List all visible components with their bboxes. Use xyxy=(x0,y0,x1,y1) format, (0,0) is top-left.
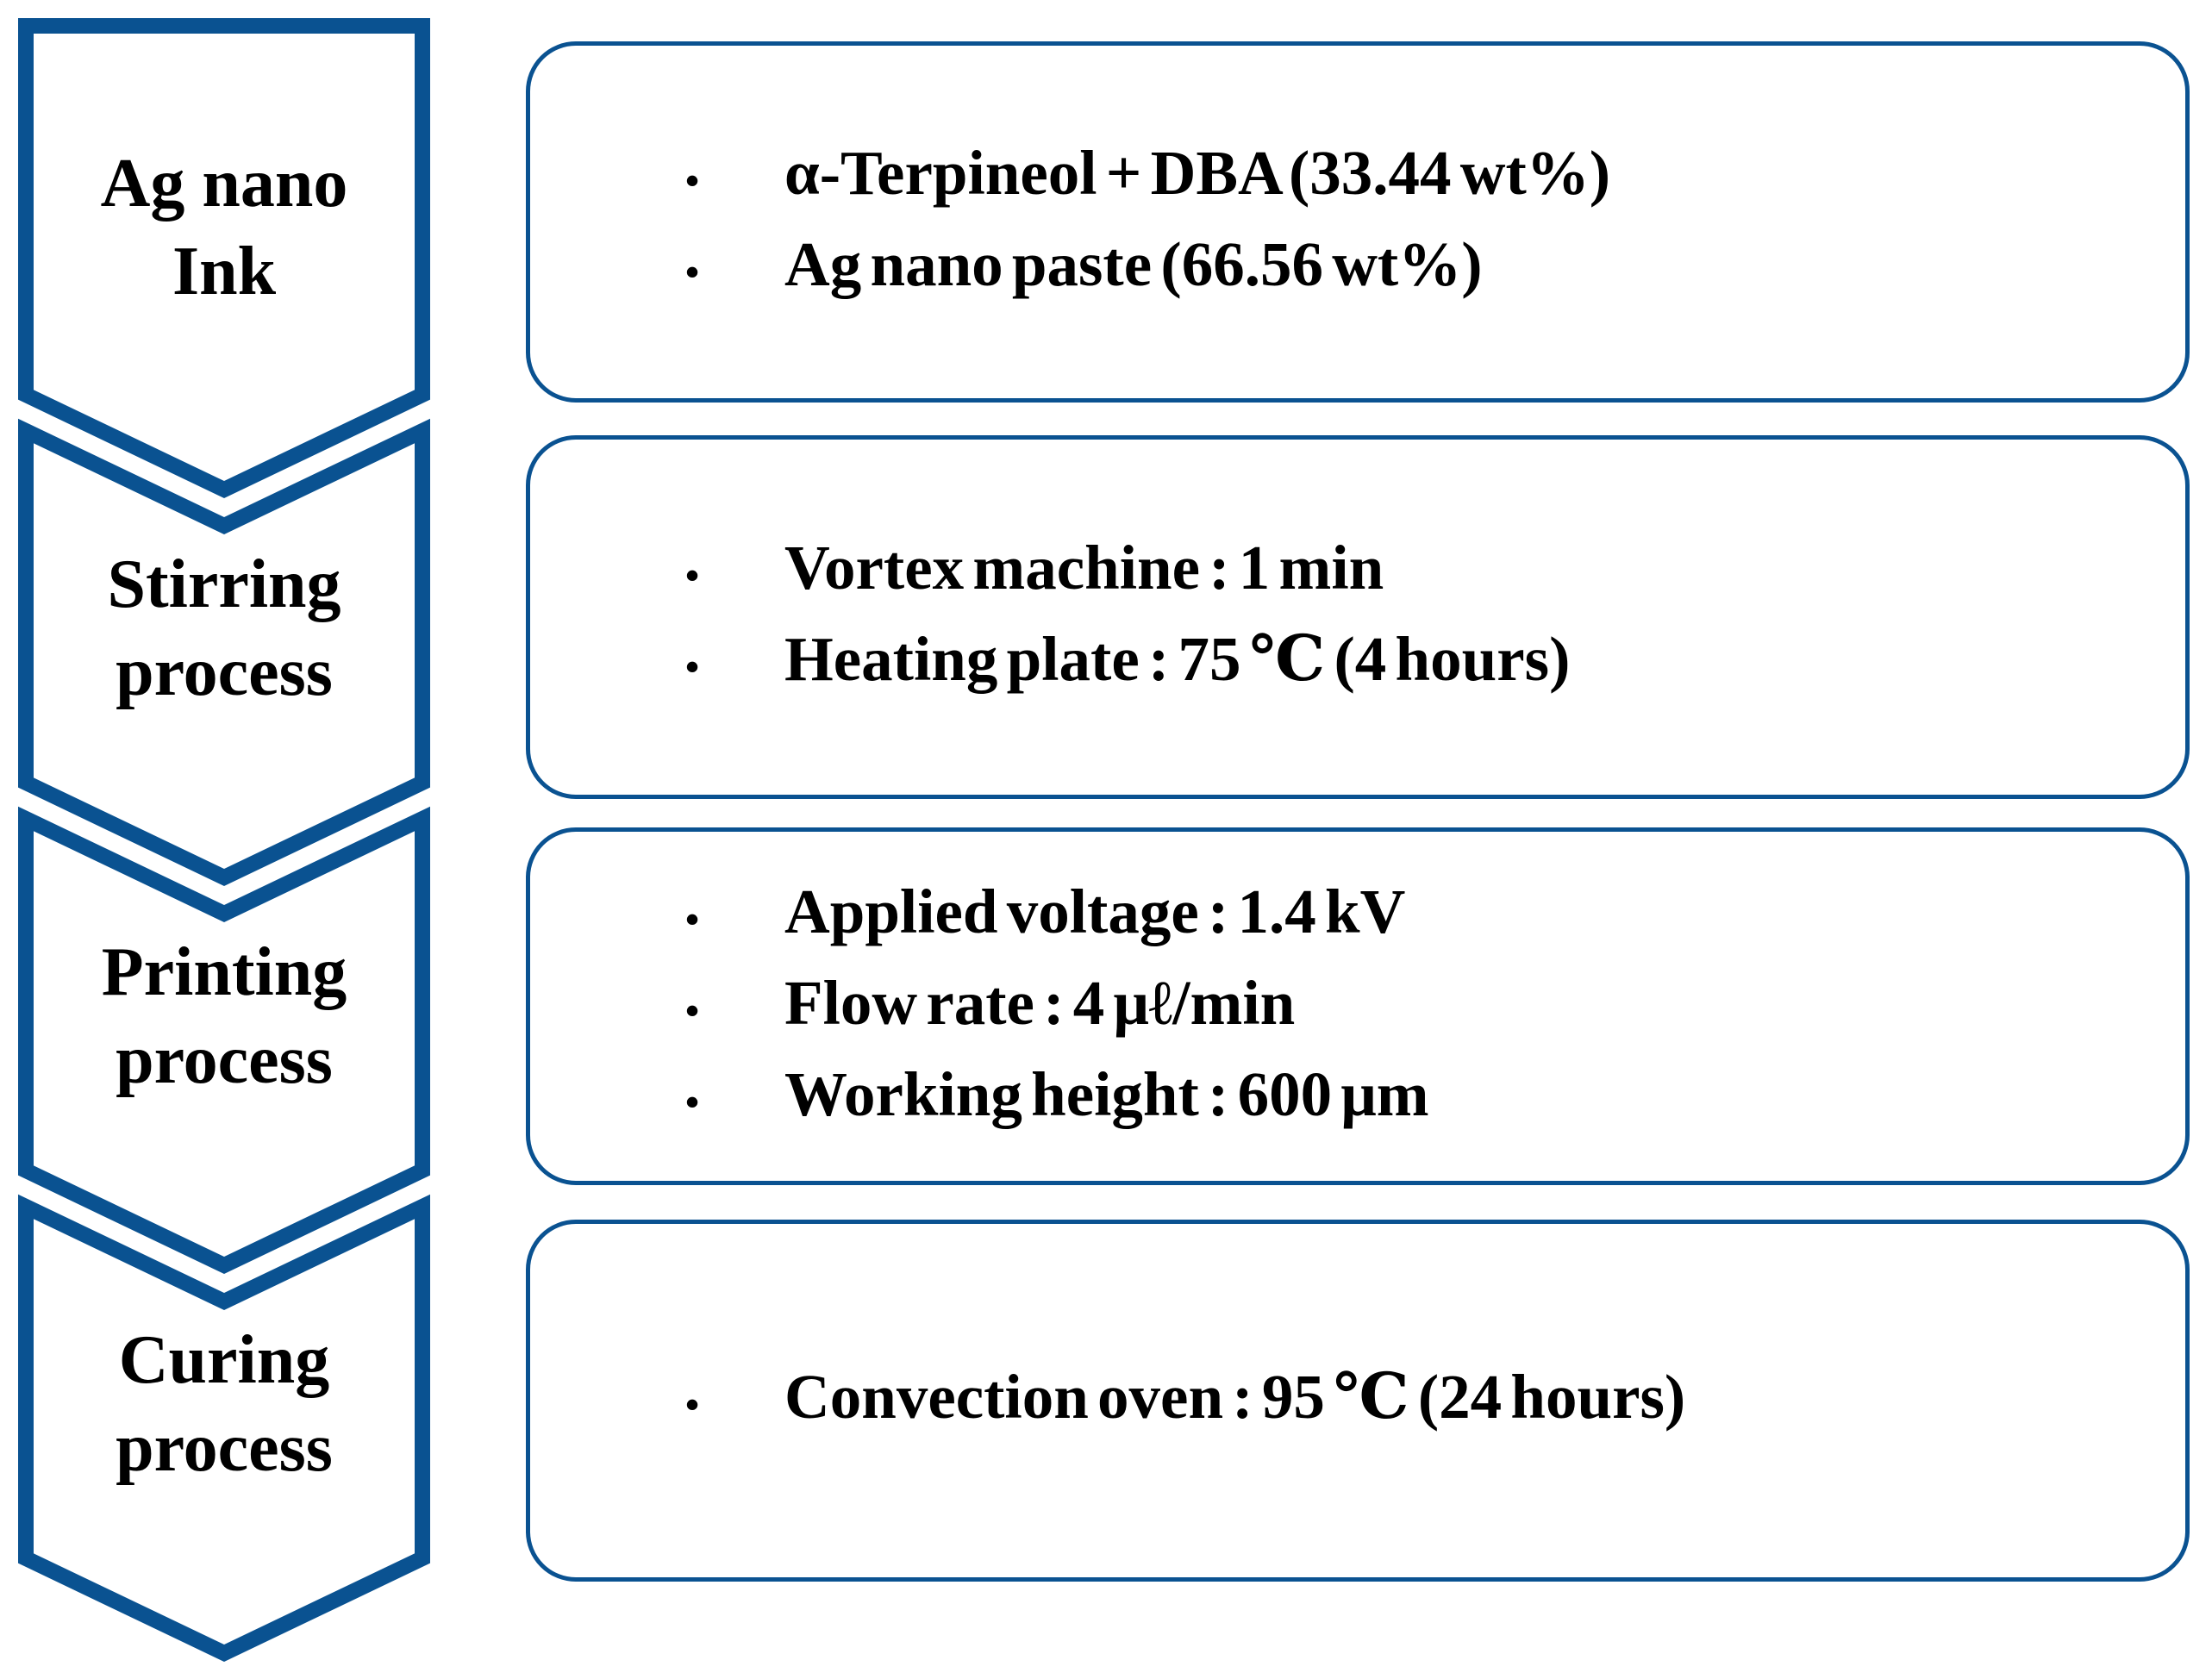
detail-box-stirring: • Vortex machine : 1 min • Heating plate… xyxy=(526,435,2190,799)
bullet-icon: • xyxy=(685,158,700,203)
bullet-text: Applied voltage : 1.4 kV xyxy=(784,876,1406,946)
chevron-shape-stirring xyxy=(18,418,430,886)
chevron-rail xyxy=(18,18,430,1662)
bullet-item: • Heating plate : 75 ℃ (4 hours) xyxy=(685,617,2134,708)
detail-box-printing: • Applied voltage : 1.4 kV • Flow rate :… xyxy=(526,827,2190,1185)
bullet-icon: • xyxy=(685,553,700,597)
bullet-icon: • xyxy=(685,1383,700,1426)
bullet-text: Working height : 600 μm xyxy=(784,1058,1429,1129)
step-label-line: Ag nano xyxy=(100,146,348,222)
bullet-text: Heating plate : 75 ℃ (4 hours) xyxy=(784,624,1571,694)
bullet-item: • Working height : 600 μm xyxy=(685,1052,2134,1144)
step-label-line: Curing xyxy=(118,1322,330,1398)
step-label-line: process xyxy=(116,1022,333,1098)
bullet-item: • Vortex machine : 1 min xyxy=(685,526,2134,617)
step-label-ag-nano-ink: Ag nano Ink xyxy=(26,26,422,395)
bullet-item: • Flow rate : 4 μℓ/min xyxy=(685,961,2134,1052)
bullet-icon: • xyxy=(685,645,700,689)
step-label-line: Stirring xyxy=(107,546,341,622)
step-label-stirring: Stirring process xyxy=(26,431,422,783)
bullet-text: α-Terpineol + DBA (33.44 wt%) xyxy=(784,137,1611,208)
bullet-list: • Applied voltage : 1.4 kV • Flow rate :… xyxy=(685,870,2134,1144)
detail-box-ag-nano-ink: • α-Terpineol + DBA (33.44 wt%) • Ag nan… xyxy=(526,41,2190,403)
bullet-text: Flow rate : 4 μℓ/min xyxy=(784,967,1296,1038)
bullet-icon: • xyxy=(685,1079,700,1124)
step-label-printing: Printing process xyxy=(26,819,422,1170)
bullet-text: Vortex machine : 1 min xyxy=(784,533,1384,602)
bullet-list: • Convection oven : 95 ℃ (24 hours) xyxy=(685,1355,2134,1446)
step-label-line: Ink xyxy=(172,234,277,309)
chevron-shape-curing xyxy=(18,1194,430,1662)
chevron-shape-printing xyxy=(18,806,430,1274)
bullet-text: Ag nano paste (66.56 wt%) xyxy=(784,228,1483,299)
bullet-icon: • xyxy=(685,988,700,1033)
step-label-line: process xyxy=(116,634,333,710)
detail-box-curing: • Convection oven : 95 ℃ (24 hours) xyxy=(526,1220,2190,1582)
chevron-shape-ag-nano-ink xyxy=(18,18,430,498)
bullet-item: • Applied voltage : 1.4 kV xyxy=(685,870,2134,961)
step-label-curing: Curing process xyxy=(26,1207,422,1558)
bullet-list: • Vortex machine : 1 min • Heating plate… xyxy=(685,526,2134,708)
step-label-line: Printing xyxy=(101,934,347,1010)
step-label-line: process xyxy=(116,1410,333,1486)
bullet-list: • α-Terpineol + DBA (33.44 wt%) • Ag nan… xyxy=(685,131,2134,314)
bullet-item: • Ag nano paste (66.56 wt%) xyxy=(685,222,2134,314)
bullet-item: • Convection oven : 95 ℃ (24 hours) xyxy=(685,1355,2134,1446)
bullet-icon: • xyxy=(685,249,700,294)
bullet-item: • α-Terpineol + DBA (33.44 wt%) xyxy=(685,131,2134,222)
bullet-text: Convection oven : 95 ℃ (24 hours) xyxy=(784,1362,1686,1432)
bullet-icon: • xyxy=(685,896,700,941)
